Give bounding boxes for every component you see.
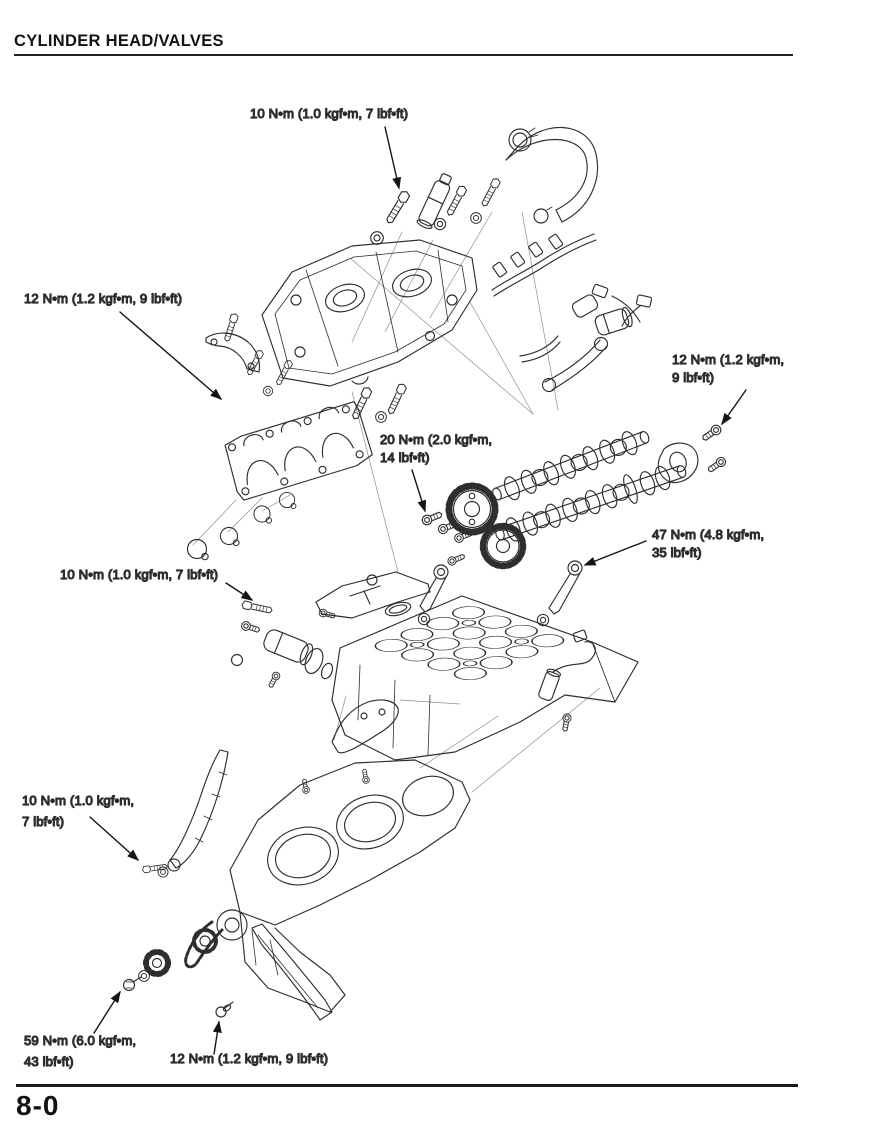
valve-cover — [261, 239, 478, 387]
leader-arrow — [119, 311, 223, 400]
torque-label-line1: 10 N•m (1.0 kgf•m, — [22, 793, 134, 808]
holder-bracket — [205, 312, 261, 373]
callout-cylinder-head-bolts: 47 N•m (4.8 kgf•m, 35 lbf•ft) — [583, 526, 765, 566]
header-rule — [14, 54, 793, 57]
torque-label: 12 N•m (1.2 kgf•m, 9 lbf•ft) — [170, 1051, 328, 1066]
cam-chain-tensioner-blade — [141, 749, 229, 878]
cylinder-head-bolts — [417, 560, 583, 627]
torque-label-line1: 20 N•m (2.0 kgf•m, — [380, 432, 492, 447]
callout-cam-holder-bolts: 12 N•m (1.2 kgf•m, 9 lbf•ft) — [23, 290, 223, 400]
coil-sub-harness — [491, 233, 641, 323]
head-gasket — [266, 670, 399, 795]
cam-end-holder — [657, 422, 728, 484]
torque-label-line2: 9 lbf•ft) — [672, 370, 714, 385]
page-number: 8-0 — [16, 1090, 60, 1121]
torque-label-line1: 59 N•m (6.0 kgf•m, — [24, 1033, 136, 1048]
pair-valve-assembly — [519, 294, 653, 393]
torque-label-line2: 35 lbf•ft) — [652, 545, 702, 560]
leader-arrow — [721, 389, 747, 426]
intake-camshaft — [492, 431, 650, 501]
o-rings — [186, 491, 297, 561]
torque-label-line2: 43 lbf•ft) — [24, 1054, 74, 1069]
leader-arrow — [225, 582, 254, 601]
camshaft-holder — [224, 401, 373, 501]
torque-label: 10 N•m (1.0 kgf•m, 7 lbf•ft) — [60, 567, 218, 582]
lower-chain-guide — [215, 923, 333, 1021]
leader-arrow — [89, 816, 140, 862]
callout-chain-tensioner-pivot-bolt: 10 N•m (1.0 kgf•m, 7 lbf•ft) — [21, 792, 140, 862]
callout-crank-sprocket-bolt: 59 N•m (6.0 kgf•m, 43 lbf•ft) — [23, 990, 137, 1070]
callout-tensioner-lifter-bolts: 10 N•m (1.0 kgf•m, 7 lbf•ft) — [59, 566, 254, 601]
cylinder-head — [331, 595, 639, 761]
leader-arrow — [583, 540, 647, 566]
leader-arrow — [384, 126, 402, 190]
leader-arrow — [411, 469, 427, 513]
valve-cover-bolts-and-seals — [370, 176, 502, 245]
torque-label-line1: 12 N•m (1.2 kgf•m, — [672, 352, 784, 367]
cam-position-sensor — [538, 629, 596, 733]
callouts: 10 N•m (1.0 kgf•m, 7 lbf•ft) 12 N•m (1.2… — [21, 105, 785, 1070]
callout-cam-end-holder-bolts: 12 N•m (1.2 kgf•m, 9 lbf•ft) — [671, 351, 785, 426]
cylinder-block — [216, 759, 471, 1013]
cam-sprocket-1 — [449, 486, 495, 532]
footer-rule — [16, 1084, 798, 1087]
breather-plate — [315, 571, 431, 621]
cam-chain-and-crank-sprocket — [122, 920, 224, 992]
torque-label: 12 N•m (1.2 kgf•m, 9 lbf•ft) — [24, 291, 182, 306]
cam-chain-tensioner-lifter — [230, 600, 334, 680]
ignition-coil — [416, 173, 452, 230]
torque-label-line2: 14 lbf•ft) — [380, 450, 430, 465]
leader-arrow — [93, 990, 121, 1034]
callout-chain-guide-bolt: 12 N•m (1.2 kgf•m, 9 lbf•ft) — [169, 1020, 329, 1067]
torque-label-line2: 7 lbf•ft) — [22, 814, 64, 829]
breather-hose — [505, 126, 599, 224]
callout-cam-sprocket-bolts: 20 N•m (2.0 kgf•m, 14 lbf•ft) — [379, 431, 493, 513]
page-title: CYLINDER HEAD/VALVES — [14, 32, 224, 50]
callout-valve-cover-bolts: 10 N•m (1.0 kgf•m, 7 lbf•ft) — [249, 105, 409, 190]
torque-label: 10 N•m (1.0 kgf•m, 7 lbf•ft) — [250, 106, 408, 121]
leader-arrow — [212, 1020, 222, 1055]
torque-label-line1: 47 N•m (4.8 kgf•m, — [652, 527, 764, 542]
